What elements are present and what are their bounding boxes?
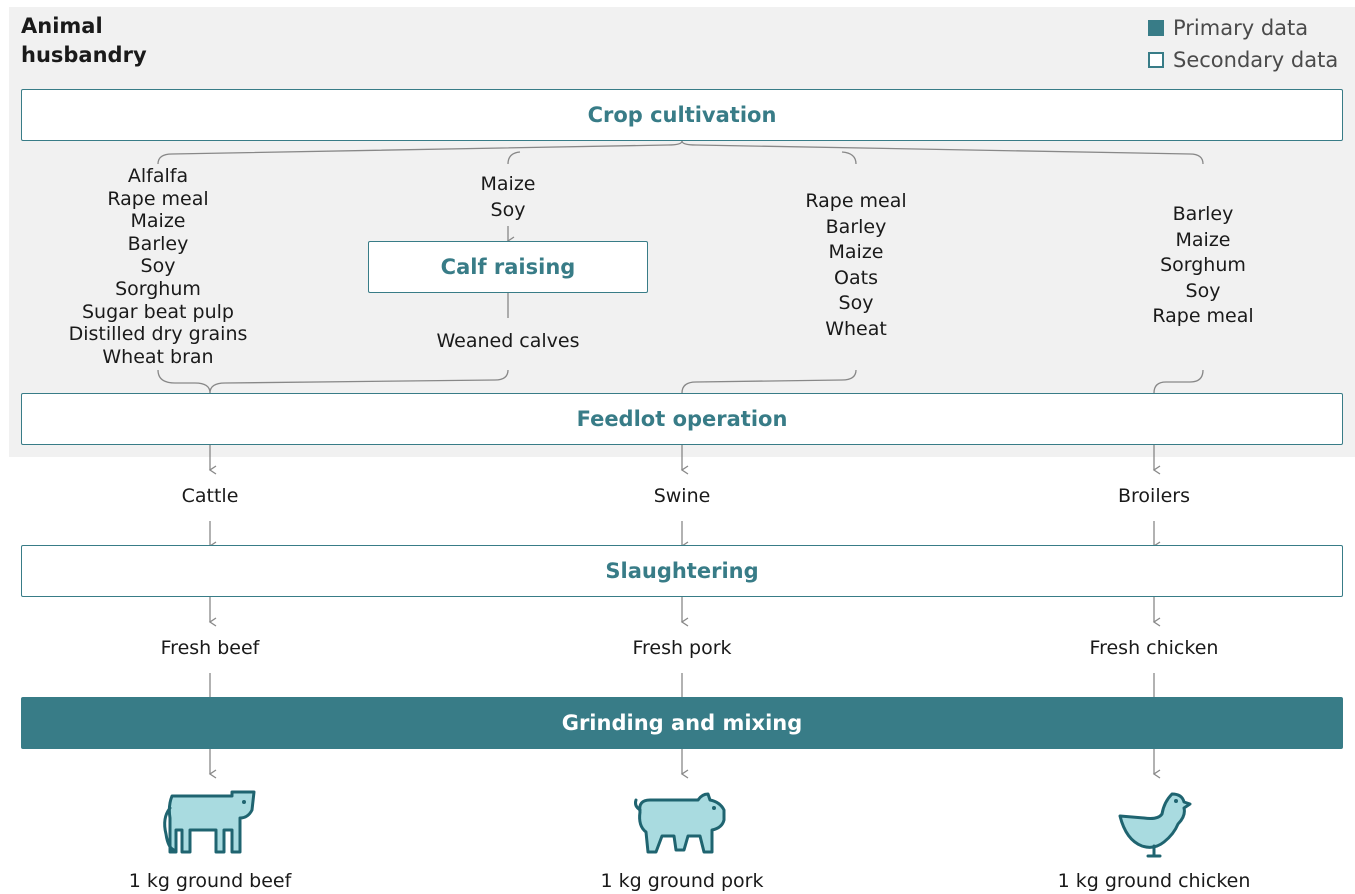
list-item: Sorghum: [115, 277, 201, 300]
stage-feedlot-operation: Feedlot operation: [21, 393, 1343, 445]
stage-feedlot-label: Feedlot operation: [576, 407, 788, 431]
list-item: Maize: [130, 210, 186, 233]
legend-secondary: Secondary data: [1148, 44, 1338, 76]
list-item: Maize: [828, 241, 884, 263]
animal-swine-label: Swine: [653, 485, 711, 507]
fresh-chicken-label: Fresh chicken: [1089, 637, 1219, 659]
list-item: Maize: [480, 173, 536, 195]
list-item: Barley: [127, 232, 189, 255]
crop-brace-swine: [841, 151, 857, 165]
product-pork-label: 1 kg ground pork: [600, 870, 764, 892]
pig-icon: [634, 792, 726, 854]
secondary-swatch: [1148, 52, 1164, 68]
list-item: Rape meal: [107, 187, 209, 210]
list-item: Maize: [1175, 228, 1231, 251]
cattle-brace: [157, 369, 509, 394]
stage-grinding-label: Grinding and mixing: [561, 711, 803, 735]
stage-calf-label: Calf raising: [440, 255, 576, 279]
stage-calf-raising: Calf raising: [368, 241, 648, 293]
cattle-feed-list: Alfalfa Rape meal Maize Barley Soy Sorgh…: [28, 165, 288, 368]
list-item: Oats: [834, 266, 878, 289]
list-item: Distilled dry grains: [68, 323, 248, 346]
crop-brace-calf: [507, 151, 521, 165]
animal-cattle-label: Cattle: [181, 485, 239, 507]
animal-broilers-label: Broilers: [1117, 485, 1190, 507]
section-title-line2: husbandry: [21, 43, 147, 67]
list-item: Wheat: [825, 317, 887, 340]
weaned-calves-label: Weaned calves: [436, 330, 580, 352]
list-item: Soy: [140, 255, 176, 278]
list-item: Sorghum: [1160, 254, 1246, 276]
product-chicken-label: 1 kg ground chicken: [1057, 870, 1251, 892]
legend-primary-label: Primary data: [1173, 16, 1309, 40]
list-item: Rape meal: [805, 190, 907, 212]
list-item: Soy: [838, 292, 874, 314]
broiler-feed-list: Barley Maize Sorghum Soy Rape meal: [1073, 202, 1333, 330]
stage-grinding-mixing: Grinding and mixing: [21, 697, 1343, 749]
section-title-line1: Animal: [21, 14, 103, 38]
list-item: Alfalfa: [127, 165, 189, 187]
animal-husbandry-panel: [9, 7, 1355, 457]
fresh-pork-label: Fresh pork: [632, 637, 732, 659]
legend: Primary data Secondary data: [1148, 12, 1338, 76]
legend-secondary-label: Secondary data: [1173, 48, 1339, 72]
calf-feed-list: Maize Soy: [378, 172, 638, 223]
list-item: Wheat bran: [102, 345, 214, 368]
chicken-icon: [1118, 792, 1192, 858]
swine-feed-list: Rape meal Barley Maize Oats Soy Wheat: [726, 189, 986, 342]
broiler-brace: [1153, 369, 1204, 394]
product-beef-label: 1 kg ground beef: [128, 870, 292, 892]
primary-swatch: [1148, 20, 1164, 36]
stage-slaughtering: Slaughtering: [21, 545, 1343, 597]
crop-brace: [157, 140, 1204, 165]
list-item: Rape meal: [1152, 305, 1254, 327]
legend-primary: Primary data: [1148, 12, 1338, 44]
section-title: Animal husbandry: [21, 12, 147, 70]
list-item: Soy: [490, 198, 526, 221]
swine-brace: [681, 369, 857, 394]
stage-slaughter-label: Slaughtering: [605, 559, 759, 583]
list-item: Sugar beat pulp: [82, 300, 234, 323]
cow-icon: [163, 790, 256, 854]
list-item: Barley: [1172, 203, 1234, 225]
list-item: Soy: [1185, 279, 1221, 302]
stage-crop-label: Crop cultivation: [587, 103, 777, 127]
fresh-beef-label: Fresh beef: [160, 637, 260, 659]
list-item: Barley: [825, 215, 887, 238]
stage-crop-cultivation: Crop cultivation: [21, 89, 1343, 141]
